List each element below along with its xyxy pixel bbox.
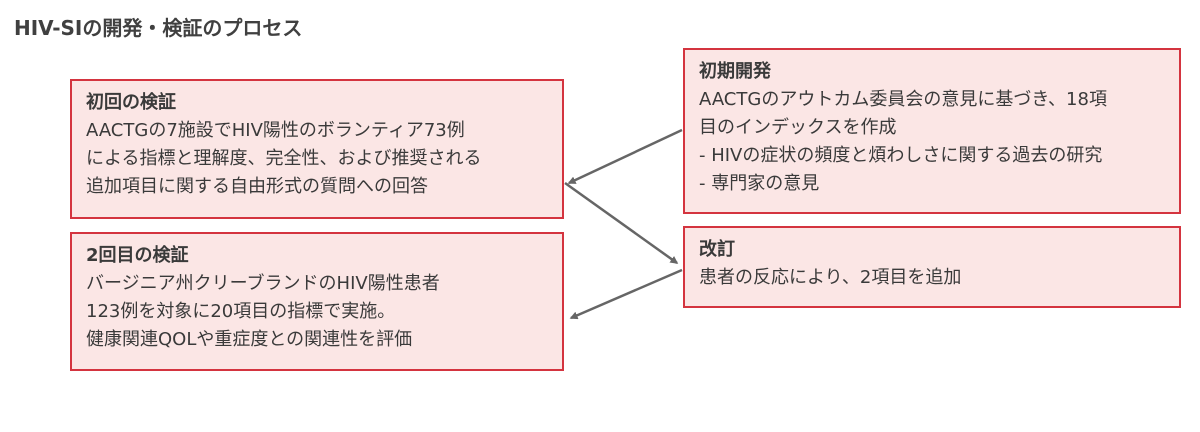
arrow-first-validation-to-revision	[564, 181, 679, 265]
box-first-validation: 初回の検証 AACTGの7施設でHIV陽性のボランティア73例 による指標と理解…	[70, 79, 564, 219]
box-line: AACTGの7施設でHIV陽性のボランティア73例	[86, 120, 465, 141]
arrow-revision-to-second-validation	[569, 268, 683, 320]
box-line: 追加項目に関する自由形式の質問への回答	[86, 176, 428, 197]
box-line: による指標と理解度、完全性、および推奨される	[86, 148, 482, 169]
box-revision: 改訂 患者の反応により、2項目を追加	[683, 226, 1181, 308]
box-line: AACTGのアウトカム委員会の意見に基づき、18項	[699, 89, 1107, 110]
box-heading: 初期開発	[699, 61, 771, 82]
box-line: - HIVの症状の頻度と煩わしさに関する過去の研究	[699, 145, 1103, 166]
box-heading: 初回の検証	[86, 92, 176, 113]
box-initial-development: 初期開発 AACTGのアウトカム委員会の意見に基づき、18項 目のインデックスを…	[683, 48, 1181, 214]
box-second-validation: 2回目の検証 バージニア州クリーブランドのHIV陽性患者 123例を対象に20項…	[70, 232, 564, 371]
box-line: 健康関連QOLや重症度との関連性を評価	[86, 329, 413, 350]
box-heading: 改訂	[699, 239, 735, 260]
box-line: バージニア州クリーブランドのHIV陽性患者	[86, 273, 440, 294]
box-heading: 2回目の検証	[86, 245, 189, 266]
page-title: HIV-SIの開発・検証のプロセス	[14, 16, 303, 40]
arrow-initial-dev-to-first-validation	[567, 128, 683, 185]
box-line: 目のインデックスを作成	[699, 117, 897, 138]
box-line: - 専門家の意見	[699, 173, 820, 194]
box-line: 患者の反応により、2項目を追加	[699, 267, 962, 288]
box-line: 123例を対象に20項目の指標で実施。	[86, 301, 396, 322]
